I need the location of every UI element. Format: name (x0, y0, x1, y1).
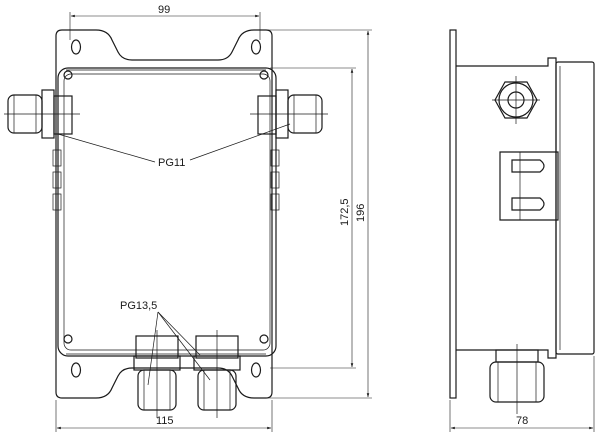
side-mounting-flange (449, 29, 457, 399)
dim-bottom-width: 115 (55, 400, 273, 432)
hinge-tabs (52, 149, 280, 211)
pg13-5-callout: PG13,5 (120, 300, 157, 312)
mount-hole-br (250, 362, 262, 378)
side-gland-hex (492, 76, 540, 124)
mount-hole-tr (250, 39, 262, 55)
bottom-cable-gland-right (193, 330, 241, 418)
dim-side-depth: 78 (449, 356, 595, 432)
side-bottom-gland (489, 344, 545, 414)
side-view: 78 (449, 29, 595, 432)
lid-screw-tr (259, 70, 269, 80)
left-cable-gland (4, 89, 80, 139)
side-hinge-bracket (499, 151, 559, 221)
svg-text:99: 99 (158, 4, 170, 16)
lid-screw-br (259, 334, 269, 344)
svg-text:78: 78 (516, 415, 528, 427)
svg-text:115: 115 (156, 415, 174, 427)
mounting-plate (55, 29, 273, 399)
right-cable-gland (250, 89, 328, 139)
side-lid (555, 61, 595, 355)
mount-hole-tl (70, 39, 82, 55)
enclosure-body (57, 67, 277, 357)
bottom-cable-gland-left (133, 330, 181, 418)
mount-hole-bl (70, 362, 82, 378)
dim-outer-height: 196 (262, 29, 372, 399)
svg-text:196: 196 (355, 204, 367, 222)
side-body (456, 57, 557, 359)
enclosure-lid (63, 73, 271, 351)
dim-top-width: 99 (69, 4, 261, 40)
svg-text:172,5: 172,5 (339, 198, 351, 226)
pg11-callout: PG11 (158, 157, 185, 169)
lid-screw-tl (63, 70, 73, 80)
lid-screw-bl (63, 334, 73, 344)
front-view: PG11 PG13,5 99 115 172,5 (4, 4, 372, 432)
dim-inner-height: 172,5 (270, 67, 356, 369)
